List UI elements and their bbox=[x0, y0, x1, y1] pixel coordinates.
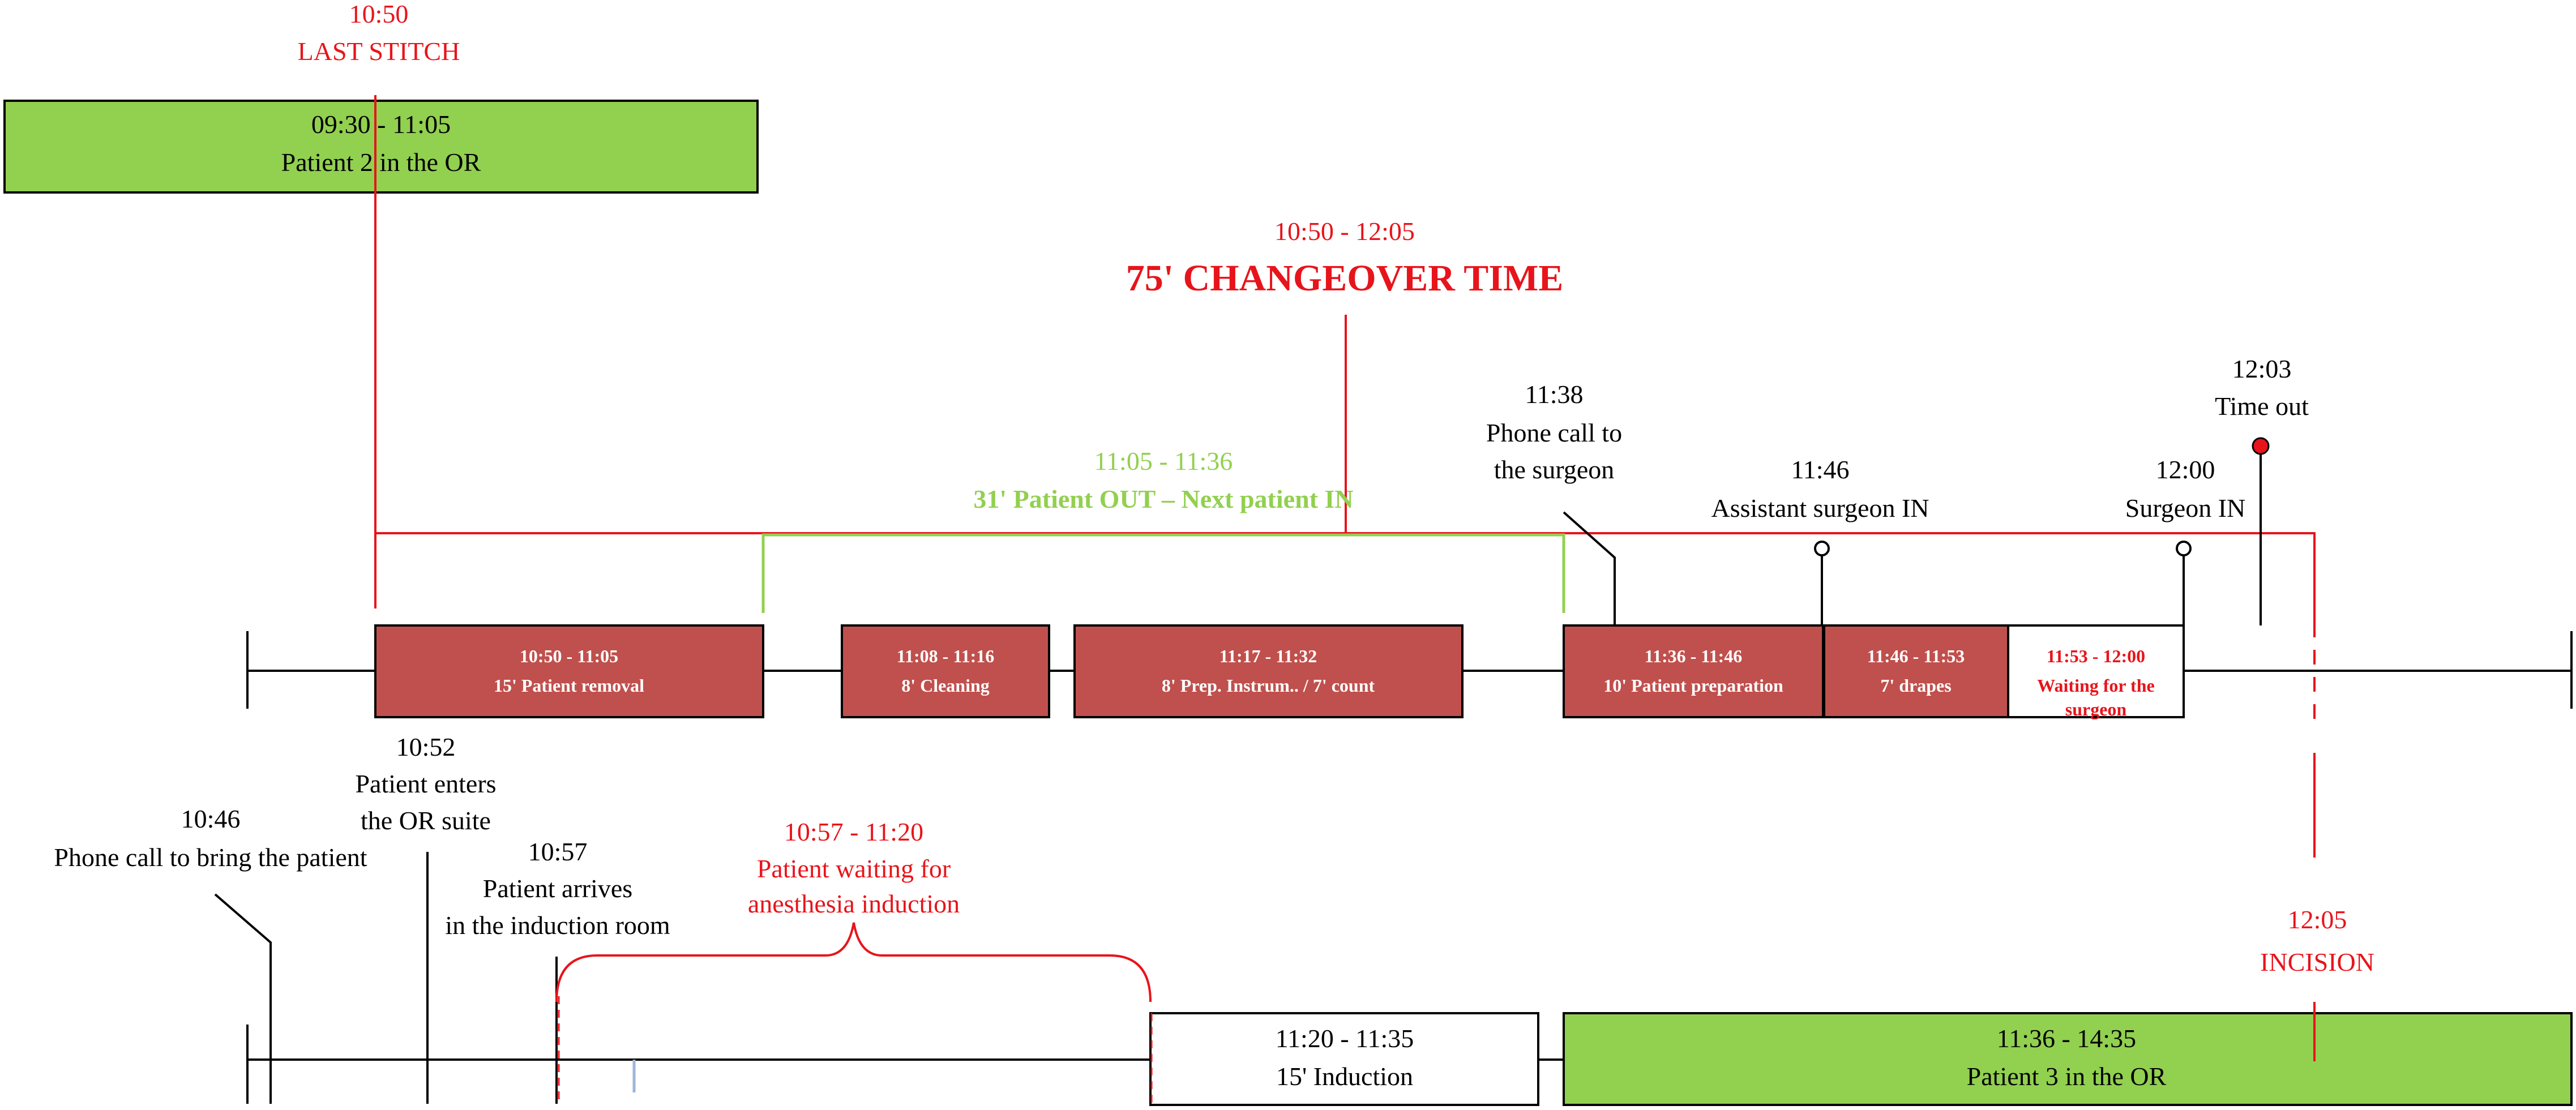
or-step: 11:46 - 11:53 7' drapes bbox=[1823, 624, 2009, 718]
time-out-label: Time out bbox=[2215, 392, 2309, 421]
or-step-time: 11:36 - 11:46 bbox=[1645, 646, 1742, 666]
waiting-induction-time: 10:57 - 11:20 bbox=[784, 817, 923, 846]
surgeon-in-pin bbox=[2176, 541, 2192, 556]
incision-time: 12:05 bbox=[2288, 905, 2347, 934]
surgeon-in-time: 12:00 bbox=[2156, 455, 2215, 484]
waiting-induction-brace bbox=[555, 922, 1152, 1002]
last-stitch-label: LAST STITCH bbox=[298, 37, 460, 66]
phone-call-patient-label: Phone call to bring the patient bbox=[54, 843, 367, 872]
incision-label: INCISION bbox=[2260, 948, 2374, 976]
patient-3-box-label: Patient 3 in the OR bbox=[1967, 1062, 2167, 1091]
or-step-label: 8' Cleaning bbox=[901, 675, 990, 696]
patient-2-box bbox=[3, 100, 759, 194]
or-step: 11:53 - 12:00 Waiting for the surgeon bbox=[2007, 624, 2185, 719]
changeover-title: 75' CHANGEOVER TIME bbox=[1126, 258, 1564, 299]
or-step: 10:50 - 11:05 15' Patient removal bbox=[374, 624, 764, 718]
or-step-box bbox=[1823, 624, 2009, 718]
or-step-time: 11:53 - 12:00 bbox=[2047, 646, 2145, 666]
or-step: 11:36 - 11:46 10' Patient preparation bbox=[1563, 624, 1824, 718]
or-step-label: 8' Prep. Instrum.. / 7' count bbox=[1162, 675, 1375, 696]
or-step-box bbox=[374, 624, 764, 718]
or-step-time: 11:46 - 11:53 bbox=[1867, 646, 1965, 666]
patient-out-in-label: 31' Patient OUT – Next patient IN bbox=[973, 485, 1353, 513]
or-step-time: 11:17 - 11:32 bbox=[1219, 646, 1317, 666]
patient-out-in-bracket bbox=[761, 533, 1565, 613]
waiting-induction-line1: Patient waiting for bbox=[757, 854, 951, 883]
changeover-time-range: 10:50 - 12:05 bbox=[1274, 217, 1415, 246]
or-step-label: 15' Patient removal bbox=[494, 675, 644, 696]
induction-box bbox=[1149, 1012, 1539, 1106]
or-step-box bbox=[1073, 624, 1464, 718]
assistant-in-label: Assistant surgeon IN bbox=[1711, 494, 1929, 522]
patient-2-box-label: Patient 2 in the OR bbox=[281, 148, 481, 177]
or-step-box bbox=[2007, 624, 2185, 718]
enters-suite-time: 10:52 bbox=[396, 732, 456, 761]
or-step-label: 7' drapes bbox=[1880, 675, 1951, 696]
or-step: 11:17 - 11:32 8' Prep. Instrum.. / 7' co… bbox=[1073, 624, 1464, 718]
or-step-label: Waiting for the bbox=[2037, 675, 2154, 696]
last-stitch-time: 10:50 bbox=[349, 0, 409, 28]
patient-3-box-time: 11:36 - 14:35 bbox=[1997, 1024, 2136, 1053]
phone-call-surgeon-marker bbox=[1563, 511, 1616, 625]
changeover-bracket bbox=[374, 532, 2316, 623]
patient-3-box bbox=[1563, 1012, 2573, 1106]
induction-box-time: 11:20 - 11:35 bbox=[1276, 1024, 1414, 1053]
assistant-in-time: 11:46 bbox=[1791, 455, 1849, 484]
or-step-label: 10' Patient preparation bbox=[1603, 675, 1783, 696]
time-out-pin bbox=[2252, 437, 2270, 455]
enters-suite-line1: Patient enters bbox=[355, 769, 496, 798]
or-step-time: 10:50 - 11:05 bbox=[520, 646, 618, 666]
arrives-induction-line2: in the induction room bbox=[445, 911, 670, 940]
phone-call-patient-time: 10:46 bbox=[181, 804, 241, 833]
induction-box-label: 15' Induction bbox=[1276, 1062, 1413, 1091]
or-step-time: 11:08 - 11:16 bbox=[897, 646, 994, 666]
arrives-induction-line1: Patient arrives bbox=[483, 874, 632, 903]
enters-suite-line2: the OR suite bbox=[361, 806, 491, 835]
or-step-box bbox=[841, 624, 1050, 718]
waiting-induction-line2: anesthesia induction bbox=[748, 889, 960, 918]
time-out-time: 12:03 bbox=[2232, 354, 2292, 383]
phone-call-surgeon-time: 11:38 bbox=[1525, 380, 1583, 409]
assistant-in-pin bbox=[1814, 541, 1830, 556]
patient-2-box-time: 09:30 - 11:05 bbox=[311, 110, 451, 139]
surgeon-in-label: Surgeon IN bbox=[2125, 494, 2246, 522]
patient-out-in-time: 11:05 - 11:36 bbox=[1094, 447, 1233, 475]
arrives-induction-time: 10:57 bbox=[528, 837, 588, 866]
phone-call-surgeon-line1: Phone call to bbox=[1486, 418, 1622, 447]
or-step-box bbox=[1563, 624, 1824, 718]
phone-call-patient-marker bbox=[214, 893, 272, 1104]
phone-call-surgeon-line2: the surgeon bbox=[1494, 455, 1615, 484]
or-step: 11:08 - 11:16 8' Cleaning bbox=[841, 624, 1050, 718]
or-step-label-cont: surgeon bbox=[2065, 699, 2127, 719]
